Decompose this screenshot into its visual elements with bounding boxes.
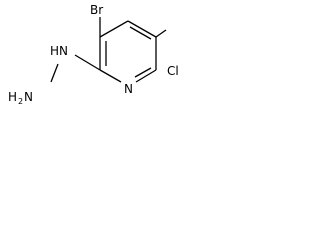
bond-c6-n1-inner	[134, 67, 152, 78]
terminal-amine-subscript: 2	[18, 97, 23, 106]
bond-c3-c4	[99, 20, 129, 38]
bond-c4-c5-inner	[129, 26, 152, 40]
bond-nh-nh2	[50, 63, 59, 83]
bond-c5-cl	[155, 29, 167, 38]
bromine-label: Br	[90, 3, 103, 17]
terminal-amine-h-label: H	[8, 90, 17, 104]
molecule-diagram: Br Cl N HN H 2 N	[8, 3, 179, 106]
ring-nitrogen-label: N	[124, 82, 133, 96]
bond-c6-n1	[135, 69, 157, 83]
bond-n1-c2	[99, 69, 122, 83]
chlorine-label: Cl	[167, 64, 179, 78]
terminal-amine-n-label: N	[24, 90, 33, 104]
structure-canvas: Br Cl N HN H 2 N	[0, 0, 213, 123]
bond-c4-c5	[127, 20, 157, 38]
hydrazine-nh-label: HN	[50, 44, 68, 58]
bond-c2-nh	[74, 54, 101, 71]
